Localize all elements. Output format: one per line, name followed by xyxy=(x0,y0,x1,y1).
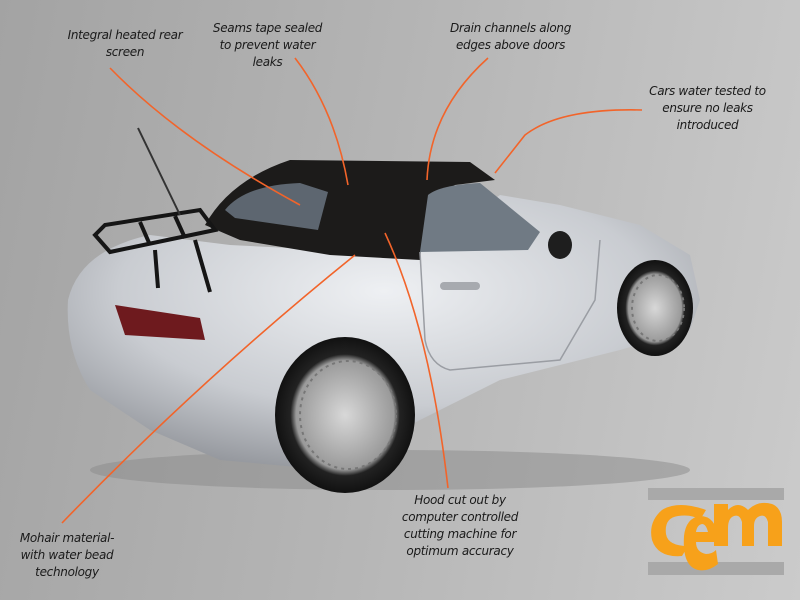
cem-logo xyxy=(648,488,784,575)
annotation-drain: Drain channels along edges above doors xyxy=(449,21,572,52)
side-window xyxy=(420,183,540,252)
leader-water-tested xyxy=(494,109,643,174)
annotation-mohair: Mohair material- with water bead technol… xyxy=(19,531,115,579)
front-wheel xyxy=(617,260,693,356)
luggage-rack xyxy=(92,207,219,293)
wing-mirror xyxy=(548,231,572,259)
leader-seams xyxy=(294,57,349,186)
door-handle xyxy=(440,282,480,290)
leader-mohair xyxy=(61,254,356,524)
leader-hood-cut xyxy=(384,232,449,489)
leader-drain xyxy=(426,57,489,181)
annotation-rear-screen: Integral heated rear screen xyxy=(67,28,183,59)
annotation-water-tested: Cars water tested to ensure no leaks int… xyxy=(649,84,766,132)
car-body xyxy=(67,195,700,470)
leader-lines xyxy=(61,57,643,524)
leader-rear-screen xyxy=(109,67,301,206)
annotation-hood-cut: Hood cut out by computer controlled cutt… xyxy=(401,493,519,558)
rear-wheel xyxy=(275,337,415,493)
annotation-seams: Seams tape sealed to prevent water leaks xyxy=(212,21,323,69)
tail-light xyxy=(115,305,205,340)
rear-screen xyxy=(225,183,328,230)
antenna xyxy=(137,127,181,216)
door-outline xyxy=(419,239,601,371)
